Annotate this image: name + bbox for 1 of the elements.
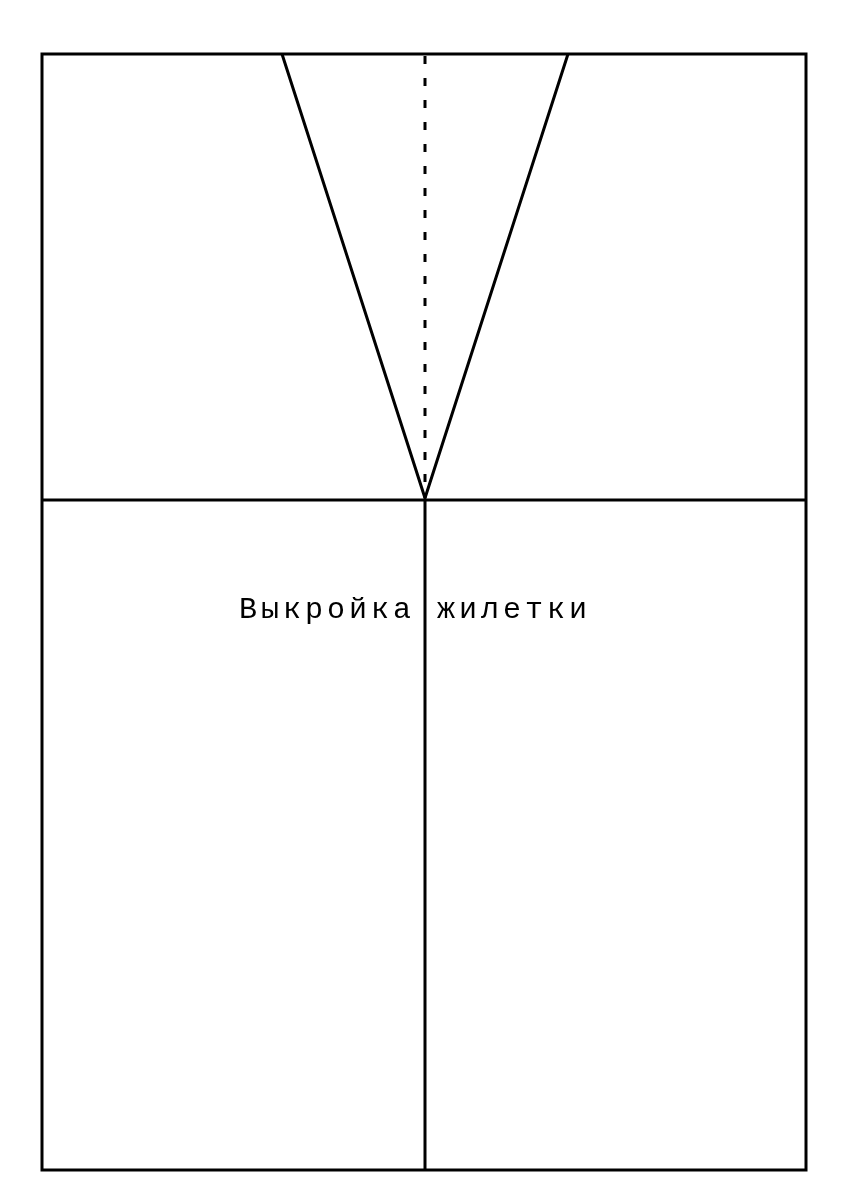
pattern-title: Выкройка жилетки: [239, 595, 591, 625]
